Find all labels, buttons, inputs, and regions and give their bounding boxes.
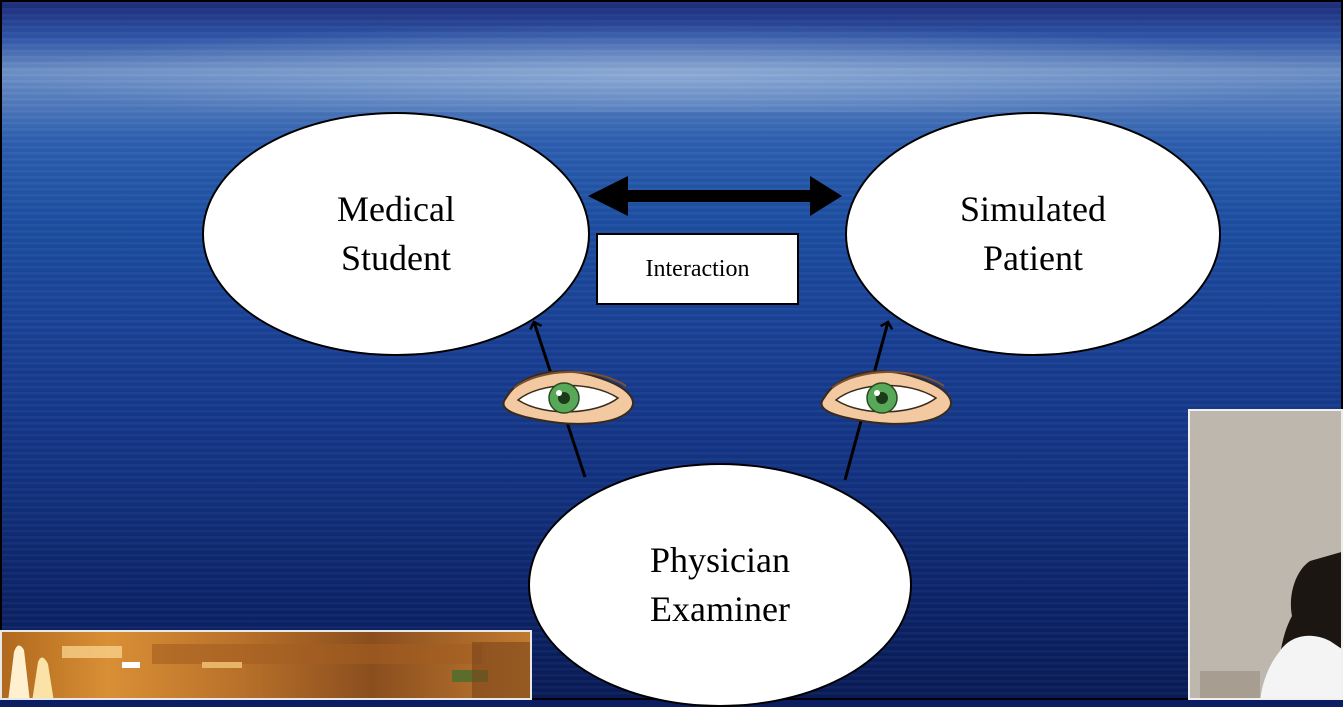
eye-icon [820, 370, 952, 425]
node-label-line2: Examiner [650, 589, 790, 629]
node-label-line1: Medical [337, 189, 455, 230]
node-simulated-patient: Simulated Patient [845, 112, 1221, 356]
interaction-label: Interaction [645, 255, 750, 282]
exam-room-photo [0, 630, 532, 700]
interaction-arrow [588, 176, 842, 216]
sky-clouds [2, 22, 1341, 112]
node-label-line1: Simulated [960, 189, 1106, 230]
node-physician-examiner: Physician Examiner [528, 463, 912, 707]
node-label-line2: Patient [983, 238, 1083, 278]
node-label-line2: Student [340, 238, 451, 278]
interaction-label-box: Interaction [596, 233, 799, 305]
node-medical-student: Medical Student [202, 112, 590, 356]
examiner-photo [1188, 409, 1343, 700]
node-label-line1: Physician [650, 540, 790, 581]
eye-icon [502, 370, 634, 425]
examiner-photo-art [1190, 411, 1341, 698]
exam-room-photo-art [8, 642, 530, 698]
